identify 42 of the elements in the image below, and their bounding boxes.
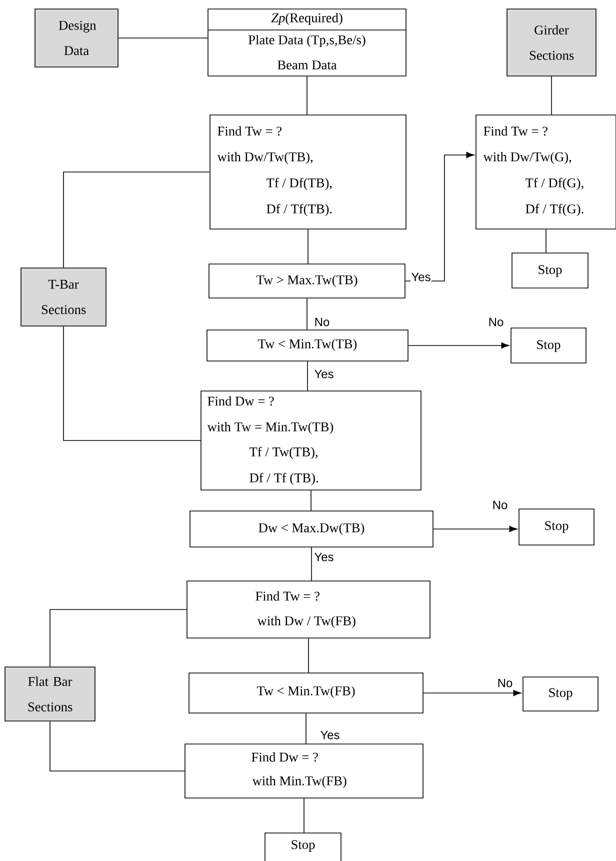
edge-label: No bbox=[492, 500, 508, 510]
connector-line bbox=[551, 76, 552, 115]
process-box: Stop bbox=[512, 252, 588, 288]
process-box: Stop bbox=[522, 676, 598, 712]
connector-line bbox=[306, 76, 308, 115]
edge-label: Yes bbox=[410, 272, 432, 282]
process-box: Stop bbox=[510, 328, 586, 364]
arrow bbox=[423, 690, 522, 696]
process-box: Stop bbox=[518, 508, 594, 546]
process-box: Stop bbox=[264, 832, 342, 861]
edge-label: Yes bbox=[320, 730, 340, 740]
arrow bbox=[433, 526, 518, 532]
process-box: Find Dw = ? with Tw = Min.Tw(TB) Tf / Tw(TB), Df / Tf (TB). bbox=[200, 390, 422, 490]
process-box: Tw < Min.Tw(TB) bbox=[206, 330, 408, 362]
edge-label: No bbox=[488, 317, 504, 327]
connector-line bbox=[307, 361, 308, 392]
section-box: Flat Bar Sections bbox=[4, 666, 96, 722]
section-box: T-Bar Sections bbox=[20, 268, 106, 326]
edge-label: Yes bbox=[314, 552, 334, 562]
connector-line bbox=[63, 172, 210, 268]
process-box: Find Tw = ? with Dw / Tw(FB) bbox=[186, 580, 430, 638]
process-box: Tw > Max.Tw(TB) bbox=[208, 264, 406, 298]
connector-line bbox=[306, 298, 308, 330]
edge-label: Yes bbox=[314, 369, 334, 379]
process-box: Find Dw = ? with Min.Tw(FB) bbox=[184, 744, 424, 798]
process-box: Dw < Max.Dw(TB) bbox=[190, 510, 434, 548]
edge-label: No bbox=[314, 317, 330, 327]
section-box: Design Data bbox=[34, 8, 118, 68]
process-box: Zp(Required) Plate Data (Tp,s,Be/s) Beam Data bbox=[208, 8, 406, 76]
arrow bbox=[408, 342, 510, 349]
connector-line bbox=[310, 490, 312, 511]
connector-line bbox=[50, 721, 185, 772]
connector-line bbox=[308, 638, 309, 673]
connector-line bbox=[50, 609, 187, 667]
process-box: Tw < Min.Tw(FB) bbox=[188, 672, 424, 714]
connector-line bbox=[311, 547, 312, 581]
process-box: Find Tw = ? with Dw/Tw(G), Tf / Df(G), Df / Tf(G). bbox=[476, 114, 616, 230]
section-box: Girder Sections bbox=[506, 8, 596, 76]
edge-label: No bbox=[496, 678, 514, 688]
connector-line bbox=[63, 326, 201, 441]
arrow bbox=[405, 152, 474, 282]
process-box: Find Tw = ? with Dw/Tw(TB), Tf / Df(TB), Df / Tf(TB). bbox=[210, 114, 406, 230]
